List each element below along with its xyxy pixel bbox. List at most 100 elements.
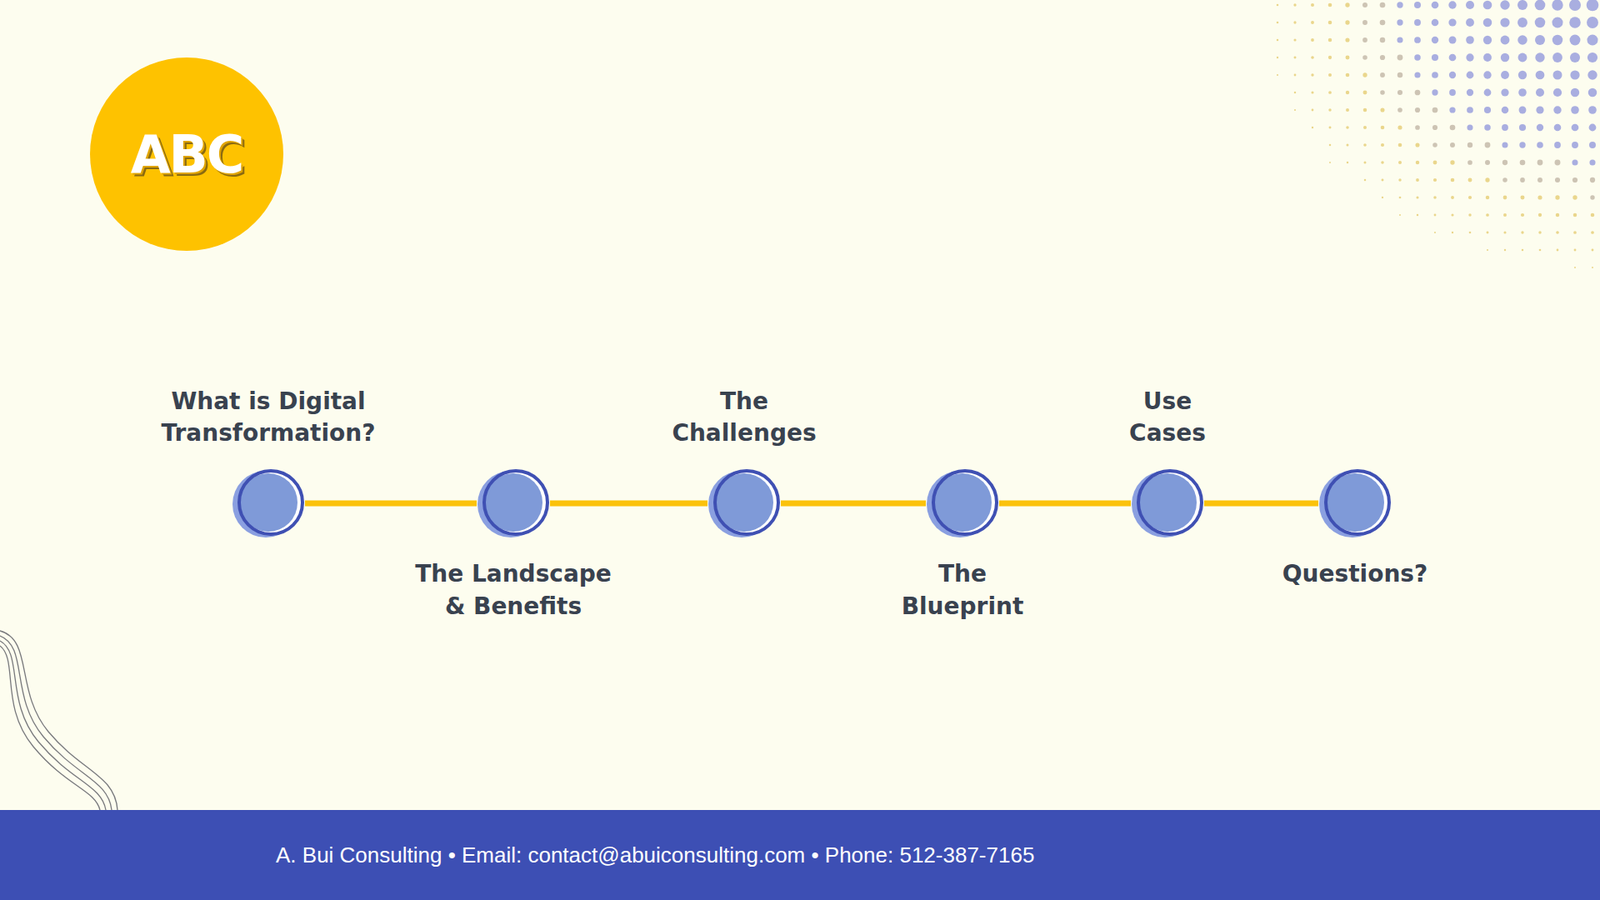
halftone-dot bbox=[1573, 230, 1577, 235]
halftone-dot bbox=[1535, 88, 1545, 97]
halftone-dot bbox=[1450, 213, 1454, 216]
halftone-dot bbox=[1363, 90, 1368, 95]
halftone-dot bbox=[1398, 143, 1403, 148]
halftone-dot bbox=[1520, 230, 1524, 234]
halftone-dot bbox=[1329, 126, 1332, 130]
halftone-dot bbox=[1519, 106, 1527, 115]
halftone-dot bbox=[1520, 195, 1525, 200]
halftone-dot bbox=[1537, 160, 1544, 166]
halftone-dot bbox=[1539, 249, 1542, 252]
halftone-dot bbox=[1484, 124, 1490, 130]
halftone-dot bbox=[1586, 34, 1598, 45]
dot-highlight bbox=[1138, 470, 1202, 535]
halftone-dot bbox=[1362, 55, 1368, 60]
halftone-dot bbox=[1587, 70, 1597, 80]
halftone-dot bbox=[1396, 19, 1403, 25]
halftone-dot bbox=[1294, 91, 1296, 94]
halftone-dot bbox=[1574, 249, 1577, 252]
halftone-dot bbox=[1589, 124, 1597, 132]
halftone-dot bbox=[1345, 90, 1350, 95]
halftone-dot bbox=[1294, 56, 1297, 60]
timeline-node: The Landscape & Benefits bbox=[476, 466, 550, 540]
timeline-node: Questions? bbox=[1318, 466, 1392, 540]
halftone-dot bbox=[1294, 109, 1296, 111]
halftone-dot bbox=[1432, 107, 1439, 114]
halftone-dot bbox=[1574, 266, 1576, 269]
halftone-dot bbox=[1569, 16, 1581, 29]
halftone-dot bbox=[1484, 106, 1491, 114]
halftone-dot bbox=[1380, 37, 1385, 43]
halftone-dot bbox=[1362, 72, 1367, 77]
halftone-dot bbox=[1345, 55, 1350, 60]
halftone-dot bbox=[1483, 0, 1493, 10]
halftone-dots bbox=[1276, 0, 1600, 269]
timeline-connector bbox=[550, 500, 708, 507]
halftone-dot bbox=[1380, 20, 1386, 26]
halftone-dot bbox=[1467, 142, 1473, 148]
halftone-dot bbox=[1380, 107, 1385, 112]
halftone-dot bbox=[1431, 89, 1438, 95]
halftone-dot bbox=[1293, 3, 1296, 6]
halftone-dot bbox=[1362, 37, 1368, 43]
logo-fill bbox=[90, 57, 284, 251]
halftone-dot bbox=[1570, 88, 1580, 97]
dot-shape bbox=[476, 466, 550, 540]
halftone-dot bbox=[1552, 35, 1563, 45]
footer-band: A. Bui Consulting • Email: contact@abuic… bbox=[0, 810, 1600, 900]
halftone-dot bbox=[1449, 106, 1455, 113]
halftone-dot bbox=[1469, 231, 1472, 235]
halftone-dot bbox=[1517, 0, 1528, 10]
agenda-label: The Challenges bbox=[659, 385, 830, 450]
halftone-dot bbox=[1468, 178, 1473, 183]
timeline-connector bbox=[305, 500, 477, 507]
halftone-dot bbox=[1519, 124, 1526, 131]
halftone-dot bbox=[1396, 36, 1403, 43]
halftone-dot bbox=[1396, 1, 1403, 8]
halftone-dot bbox=[1431, 19, 1440, 27]
halftone-dot bbox=[1311, 126, 1314, 129]
dot-ring bbox=[239, 470, 303, 535]
halftone-dot bbox=[1500, 53, 1510, 62]
halftone-dot bbox=[1310, 38, 1315, 42]
halftone-dot bbox=[1415, 90, 1421, 96]
halftone-dot bbox=[1518, 70, 1527, 80]
halftone-dot bbox=[1363, 143, 1367, 147]
halftone-dot bbox=[1415, 160, 1420, 165]
halftone-dot bbox=[1431, 71, 1439, 79]
halftone-dot bbox=[1276, 74, 1279, 76]
halftone-dot bbox=[1415, 142, 1420, 147]
halftone-dot bbox=[1588, 105, 1597, 115]
halftone-dot bbox=[1415, 125, 1420, 130]
halftone-dot bbox=[1590, 230, 1595, 235]
halftone-dot bbox=[1555, 160, 1561, 166]
halftone-dot bbox=[1276, 39, 1279, 41]
halftone-dot bbox=[1363, 108, 1368, 113]
halftone-dot bbox=[1500, 35, 1510, 45]
agenda-label: The Blueprint bbox=[890, 558, 1036, 623]
halftone-dot bbox=[1500, 0, 1510, 10]
halftone-dot bbox=[1345, 143, 1349, 146]
timeline-connector bbox=[999, 500, 1131, 507]
halftone-dot bbox=[1433, 178, 1437, 182]
halftone-dot bbox=[1517, 17, 1528, 28]
halftone-dot bbox=[1432, 142, 1438, 148]
halftone-dot bbox=[1535, 17, 1545, 28]
halftone-dot bbox=[1310, 55, 1315, 60]
halftone-dot bbox=[1433, 195, 1437, 200]
wave-line bbox=[0, 645, 100, 810]
halftone-dot bbox=[1589, 141, 1596, 149]
halftone-dot bbox=[1381, 196, 1384, 199]
dot-shape bbox=[925, 466, 1000, 540]
halftone-dot bbox=[1449, 89, 1456, 96]
halftone-dot bbox=[1294, 74, 1297, 77]
halftone-dot bbox=[1570, 52, 1580, 63]
halftone-dot bbox=[1504, 249, 1506, 251]
halftone-dot bbox=[1537, 177, 1543, 183]
halftone-dot bbox=[1450, 142, 1455, 148]
halftone-dot bbox=[1380, 143, 1385, 147]
halftone-dot bbox=[1535, 52, 1545, 62]
halftone-dot bbox=[1501, 124, 1509, 131]
halftone-dot bbox=[1380, 160, 1385, 165]
halftone-dot bbox=[1293, 38, 1296, 41]
halftone-dot bbox=[1328, 3, 1333, 8]
